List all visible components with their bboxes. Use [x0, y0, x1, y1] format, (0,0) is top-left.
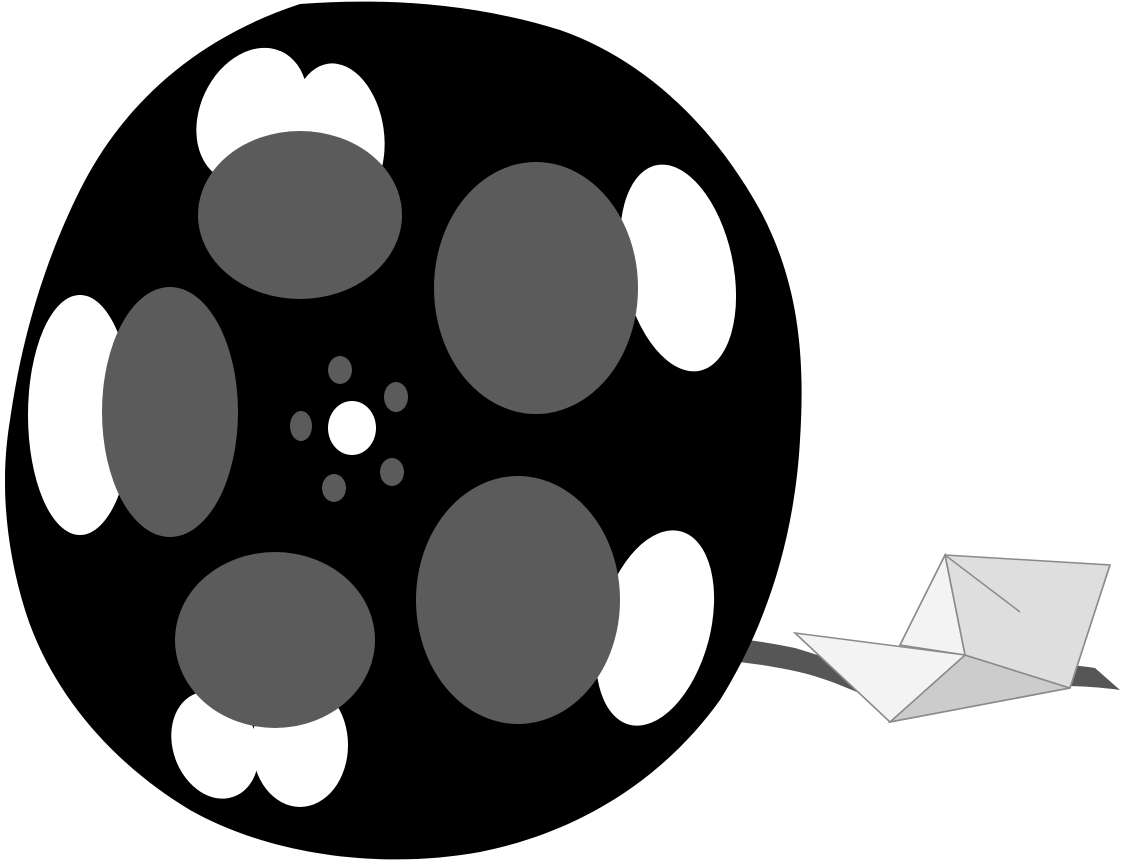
- reel-panel-bottom-right: [416, 476, 620, 724]
- reel-window-right: [619, 164, 737, 372]
- film-reel-icon: [5, 1, 802, 860]
- reel-hub: [290, 356, 408, 502]
- reel-panel-right: [434, 162, 638, 414]
- reel-panel-top: [198, 131, 402, 299]
- reel-window-left: [28, 295, 132, 535]
- hub-bolt: [322, 474, 346, 502]
- reel-panel-bottom-left: [175, 552, 375, 728]
- reel-grey-panels: [102, 131, 638, 728]
- boat-fold-lines: [889, 554, 966, 723]
- hub-bolt: [328, 356, 352, 384]
- hub-bolt: [384, 382, 408, 412]
- boat-outline: [794, 564, 1111, 723]
- reel-panel-left: [102, 287, 238, 537]
- hub-bolt: [290, 411, 312, 441]
- reel-window-bottom-right: [595, 530, 715, 726]
- paper-boat-icon: [792, 552, 1112, 724]
- boat-fold-lines: [899, 553, 1021, 646]
- hub-bolt: [380, 458, 404, 486]
- hub-center-hole: [328, 401, 376, 455]
